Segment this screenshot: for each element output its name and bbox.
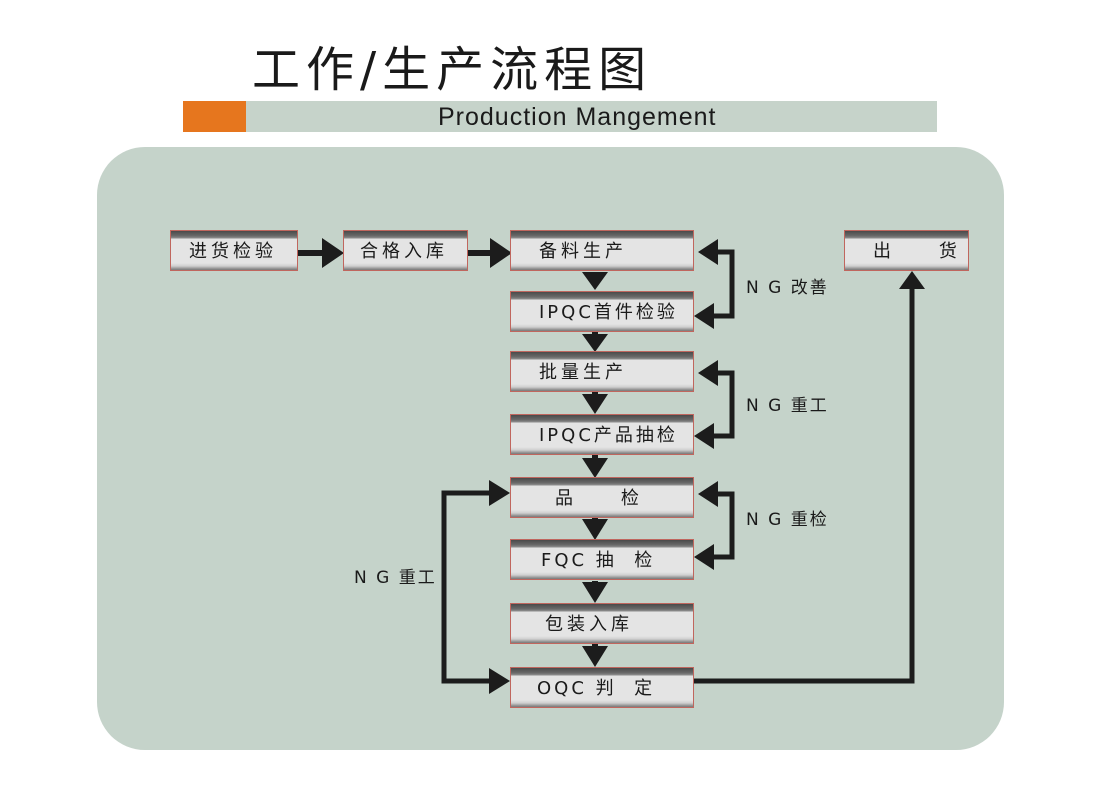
step-label: 包装入库 <box>545 614 633 635</box>
loop-label-ng-rework-left: N G 重工 <box>354 568 437 588</box>
loop-line-ng-recheck <box>712 491 735 560</box>
step-material-production[interactable]: 备料生产 <box>510 230 694 271</box>
step-label: 进货检验 <box>189 241 277 262</box>
connector-line <box>467 250 491 256</box>
arrow-right-icon <box>489 668 510 694</box>
arrow-down-icon <box>582 272 608 290</box>
step-shipment[interactable]: 出 货 <box>844 230 969 271</box>
arrow-down-icon <box>582 582 608 603</box>
step-label: 备料生产 <box>539 241 627 262</box>
page-subtitle: Production Mangement <box>438 103 717 131</box>
step-mass-production[interactable]: 批量生产 <box>510 351 694 392</box>
arrow-left-icon <box>694 303 714 329</box>
step-label: IPQC首件检验 <box>539 302 678 323</box>
shipment-line <box>693 286 915 684</box>
arrow-down-icon <box>582 519 608 540</box>
arrow-left-icon <box>694 423 714 449</box>
loop-label-ng-improve: N G 改善 <box>746 278 829 298</box>
step-label: IPQC产品抽检 <box>539 425 678 446</box>
step-ipqc-sampling[interactable]: IPQC产品抽检 <box>510 414 694 455</box>
connector-line <box>297 250 323 256</box>
arrow-down-icon <box>582 334 608 352</box>
loop-line-ng-rework-left <box>441 490 492 684</box>
arrow-down-icon <box>582 646 608 667</box>
step-quality-inspection[interactable]: 品 检 <box>510 477 694 518</box>
step-oqc-judgement[interactable]: OQC 判 定 <box>510 667 694 708</box>
step-label: OQC 判 定 <box>537 678 656 699</box>
step-packing-storage[interactable]: 包装入库 <box>510 603 694 644</box>
arrow-left-icon <box>698 360 718 386</box>
subtitle-banner: Production Mangement <box>183 101 937 132</box>
step-ipqc-first-article[interactable]: IPQC首件检验 <box>510 291 694 332</box>
arrow-left-icon <box>694 544 714 570</box>
arrow-right-icon <box>489 480 510 506</box>
banner-accent-block <box>183 101 246 132</box>
arrow-left-icon <box>698 239 718 265</box>
arrow-right-icon <box>490 238 512 268</box>
step-qualified-storage[interactable]: 合格入库 <box>343 230 468 271</box>
step-label: FQC 抽 检 <box>541 550 656 571</box>
connector-line <box>592 455 598 460</box>
loop-line-ng-improve <box>712 249 735 319</box>
arrow-right-icon <box>322 238 344 268</box>
step-fqc-sampling[interactable]: FQC 抽 检 <box>510 539 694 580</box>
step-label: 批量生产 <box>539 362 627 383</box>
step-label: 品 检 <box>555 488 644 509</box>
page-title: 工作/生产流程图 <box>252 42 653 98</box>
loop-label-ng-recheck: N G 重检 <box>746 510 829 530</box>
arrow-up-icon <box>899 271 925 289</box>
arrow-left-icon <box>698 481 718 507</box>
loop-label-ng-rework: N G 重工 <box>746 396 829 416</box>
step-incoming-inspection[interactable]: 进货检验 <box>170 230 298 271</box>
loop-line-ng-rework <box>712 370 735 439</box>
arrow-down-icon <box>582 458 608 478</box>
step-label: 合格入库 <box>360 241 448 262</box>
arrow-down-icon <box>582 394 608 414</box>
step-label: 出 货 <box>873 241 962 262</box>
